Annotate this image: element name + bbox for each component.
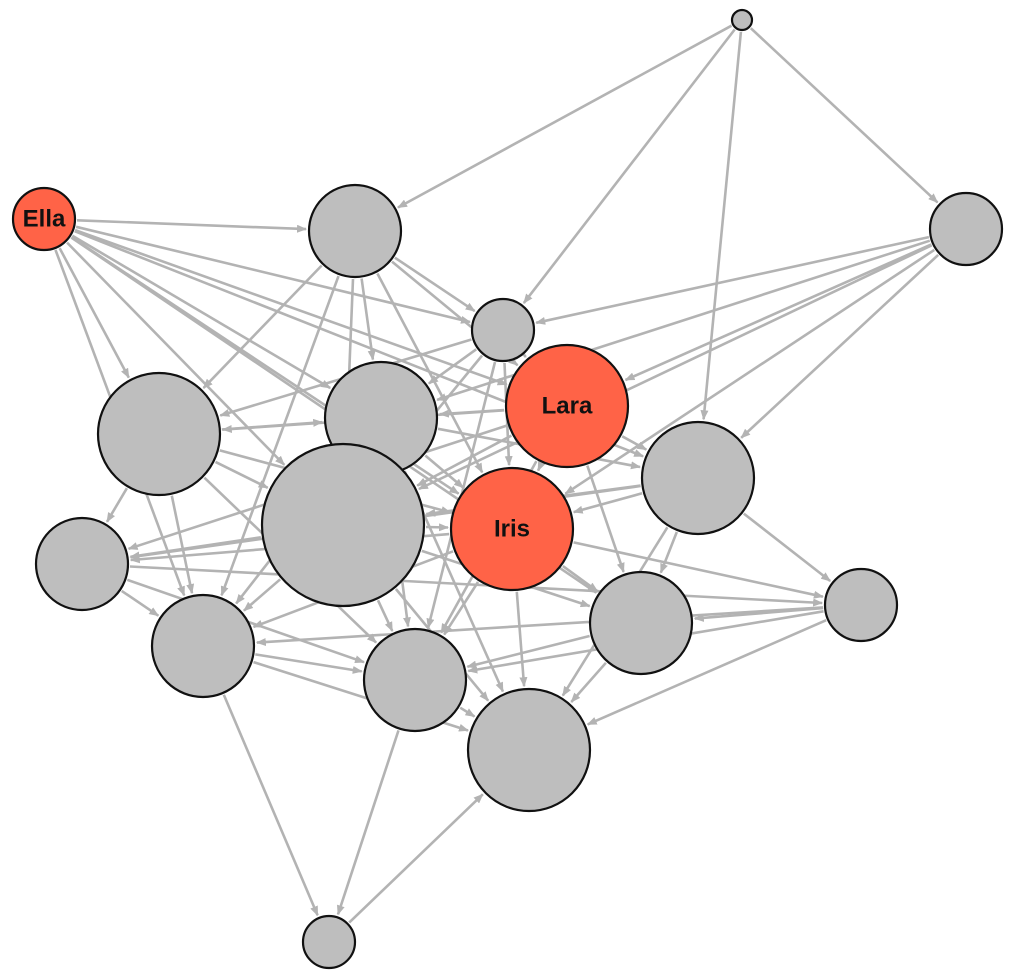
node-circle: [260, 442, 426, 608]
node-circle: [466, 687, 592, 813]
node-right: [928, 191, 1004, 267]
node-biggest: [260, 442, 426, 608]
edge-n_topmid-n_leftbig: [202, 264, 323, 389]
node-circle: [730, 8, 754, 32]
edge-n_topmid-n_small: [394, 256, 476, 313]
node-topmid: [307, 183, 403, 279]
edge-n_farright-n_lowleft: [255, 606, 824, 647]
edge-n_lara-n_iris: [536, 460, 546, 472]
edge-n_lowcenter-n_bottom: [336, 729, 400, 916]
node-lowcenter: [362, 627, 468, 733]
edge-n_lara-n_lowright: [586, 465, 625, 573]
edge-n_right-n_biggest: [417, 244, 933, 491]
node-circle: [640, 420, 756, 536]
node-label: Ella: [23, 206, 66, 233]
edge-n_iris-n_bottombig: [515, 591, 528, 688]
edge-n_small-n_lara: [516, 347, 527, 358]
node-label: Iris: [494, 516, 530, 543]
edge-n_leftbig-n_center: [221, 418, 324, 431]
edge-n_lowright-n_bottombig: [570, 661, 607, 703]
edge-n_ella-n_center: [71, 234, 332, 390]
node-left: [34, 516, 130, 612]
edge-n_biggest-n_lowcenter: [376, 599, 394, 632]
edge-n_lowcenter-n_bottombig: [459, 706, 476, 718]
node-circle: [504, 343, 630, 469]
edge-n_top-n_rightmid: [700, 31, 743, 421]
node-circle: [928, 191, 1004, 267]
node-circle: [301, 914, 357, 970]
edge-n_rightmid-n_farright: [743, 512, 831, 583]
node-lara: Lara: [504, 343, 630, 469]
node-top: [730, 8, 754, 32]
node-lowright: [588, 570, 694, 676]
edge-n_lara-n_biggest: [416, 434, 513, 487]
node-circle: [449, 466, 575, 592]
edge-n_biggest-n_lowleft: [243, 578, 282, 612]
edge-n_rightmid-n_lowright: [659, 531, 679, 574]
edge-n_rightmid-n_iris: [572, 492, 643, 514]
node-circle: [470, 297, 536, 363]
node-circle: [823, 567, 899, 643]
edge-n_left-n_farright: [129, 565, 824, 607]
edge-n_bottom-n_bottombig: [348, 793, 484, 924]
node-circle: [34, 516, 130, 612]
edge-n_ella-n_lara: [74, 228, 508, 386]
edge-n_leftbig-n_left: [105, 487, 129, 523]
edge-n_ella-n_small: [75, 225, 471, 324]
node-circle: [362, 627, 468, 733]
edge-n_center-n_iris: [424, 454, 465, 489]
edge-n_small-n_center: [428, 348, 477, 385]
node-circle: [150, 593, 256, 699]
edge-n_lowleft-n_bottom: [222, 694, 319, 917]
node-farright: [823, 567, 899, 643]
node-lowleft: [150, 593, 256, 699]
edge-n_right-n_small: [535, 235, 930, 325]
edge-n_ella-n_leftbig: [58, 247, 130, 379]
edge-n_biggest-n_left: [129, 536, 262, 560]
node-circle: [588, 570, 694, 676]
edge-n_leftbig-n_biggest: [214, 460, 269, 489]
edge-n_farright-n_bottombig: [586, 619, 827, 726]
node-label: Lara: [542, 393, 593, 420]
edge-n_top-n_small: [522, 28, 736, 304]
edge-n_right-n_rightmid: [740, 253, 940, 439]
edge-n_lara-n_rightmid: [621, 435, 648, 451]
node-circle: [11, 186, 77, 252]
node-circle: [307, 183, 403, 279]
node-bottom: [301, 914, 357, 970]
edge-n_right-n_iris: [564, 248, 936, 495]
edge-n_lowleft-n_lowcenter: [255, 653, 363, 674]
edge-n_iris-n_lowcenter: [443, 581, 480, 636]
edge-n_ella-n_topmid: [76, 219, 307, 233]
edge-n_topmid-n_center: [360, 278, 376, 361]
edge-n_biggest-n_iris: [425, 523, 449, 532]
edge-n_lowright-n_lowcenter: [466, 634, 590, 669]
edge-n_iris-n_farright: [573, 541, 824, 599]
edge-n_iris-n_lowright: [562, 565, 599, 593]
node-bottombig: [466, 687, 592, 813]
edge-n_leftbig-n_lowleft: [170, 495, 195, 595]
node-circle: [96, 371, 222, 497]
edge-n_right-n_lara: [624, 243, 932, 382]
node-rightmid: [640, 420, 756, 536]
node-ella: Ella: [11, 186, 77, 252]
edge-n_top-n_right: [749, 27, 939, 204]
node-leftbig: [96, 371, 222, 497]
edge-n_left-n_lowleft: [120, 589, 160, 617]
node-iris: Iris: [449, 466, 575, 592]
edge-n_top-n_topmid: [397, 24, 733, 209]
node-small: [470, 297, 536, 363]
